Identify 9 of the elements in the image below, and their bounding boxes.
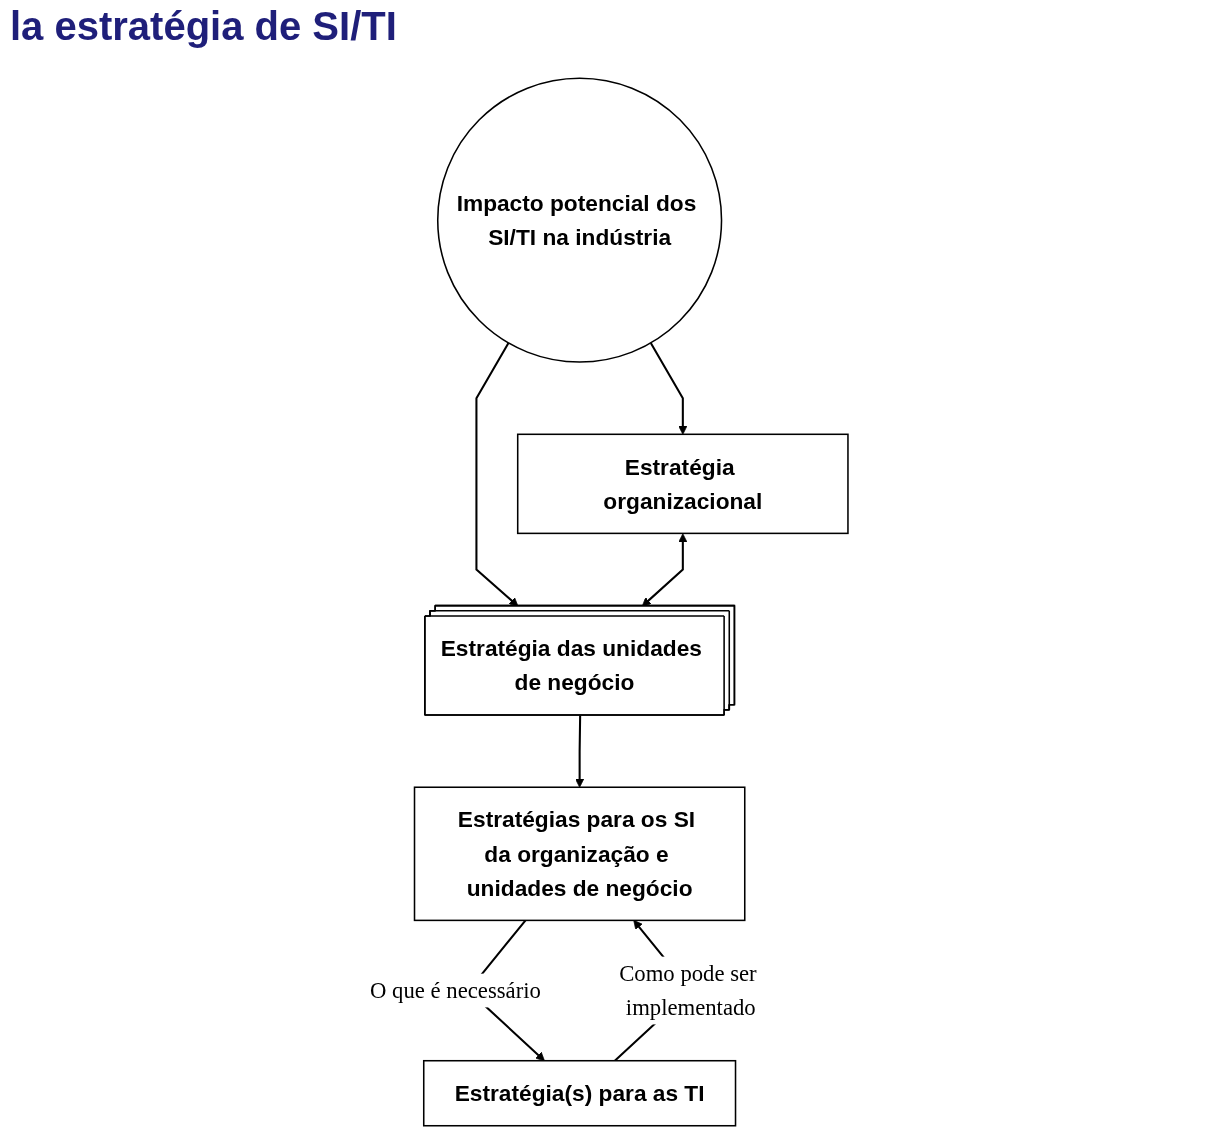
- arrow: [575, 715, 585, 788]
- diagram-title: la estratégia de SI/TI: [10, 4, 397, 49]
- edge-label: Como pode ser implementado: [619, 960, 757, 1021]
- node-box: Estratégia organizacional: [516, 433, 849, 535]
- arrow: [649, 342, 688, 435]
- node-circle: Impacto potencial dos SI/TI na indústria: [436, 77, 723, 363]
- node-box: Estratégia(s) para as TI: [422, 1059, 737, 1127]
- node-box: Estratégias para os SI da organização e unidades de negócio: [413, 786, 746, 922]
- edge-label: O que é necessário: [370, 977, 541, 1004]
